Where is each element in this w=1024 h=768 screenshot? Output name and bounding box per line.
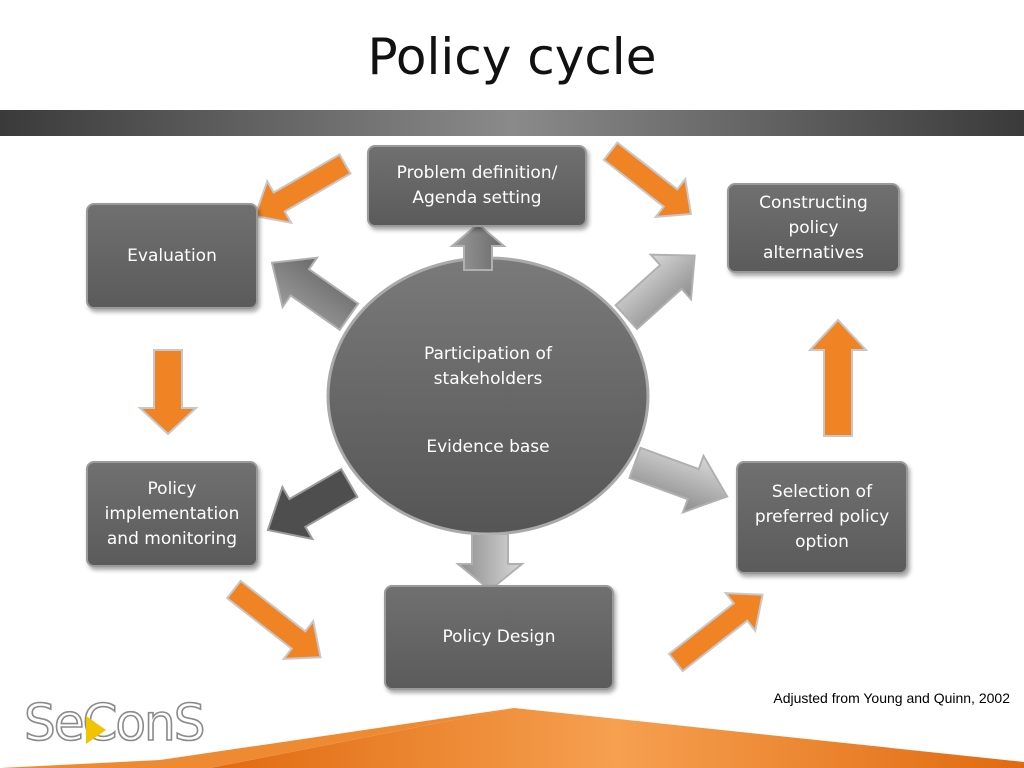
header-band [0,110,1024,136]
stage-problem-definition: Problem definition/ Agenda setting [367,145,587,227]
stage-selection-option: Selection of preferred policy option [736,461,908,574]
orange-arrow-constructing-from-selection [807,318,869,437]
footer-wedge-left [0,708,514,768]
orange-arrow-design-to-selection [667,591,764,673]
center-ellipse [326,256,650,536]
gray-arrow-to-selection [628,446,729,514]
source-citation: Adjusted from Young and Quinn, 2002 [773,690,1010,706]
center-evidence-text: Evidence base [426,437,550,457]
footer-wedge [210,708,1024,768]
gray-arrow-to-design [455,533,525,592]
stage-policy-implementation: Policy implementation and monitoring [86,461,258,567]
logo-play-icon [86,716,106,744]
center-participation-text: Participation of stakeholders [424,344,552,389]
orange-arrow-problem-to-constructing [602,141,693,219]
orange-arrow-implementation-to-design [225,579,322,661]
stage-constructing-alternatives: Constructing policy alternatives [727,183,900,273]
secons-logo: SeConS [23,693,206,753]
slide-title: Policy cycle [367,28,657,86]
gray-arrow-to-evaluation [270,256,360,332]
stage-evaluation: Evaluation [86,203,258,309]
orange-arrow-evaluation-to-implementation [137,349,199,436]
logo-text: SeConS [24,694,203,752]
gray-arrow-to-problem [449,222,507,271]
orange-arrow-problem-to-evaluation [253,153,352,225]
gray-arrow-to-implementation [266,467,359,541]
gray-arrow-to-constructing [614,253,696,331]
stage-policy-design: Policy Design [384,585,614,690]
